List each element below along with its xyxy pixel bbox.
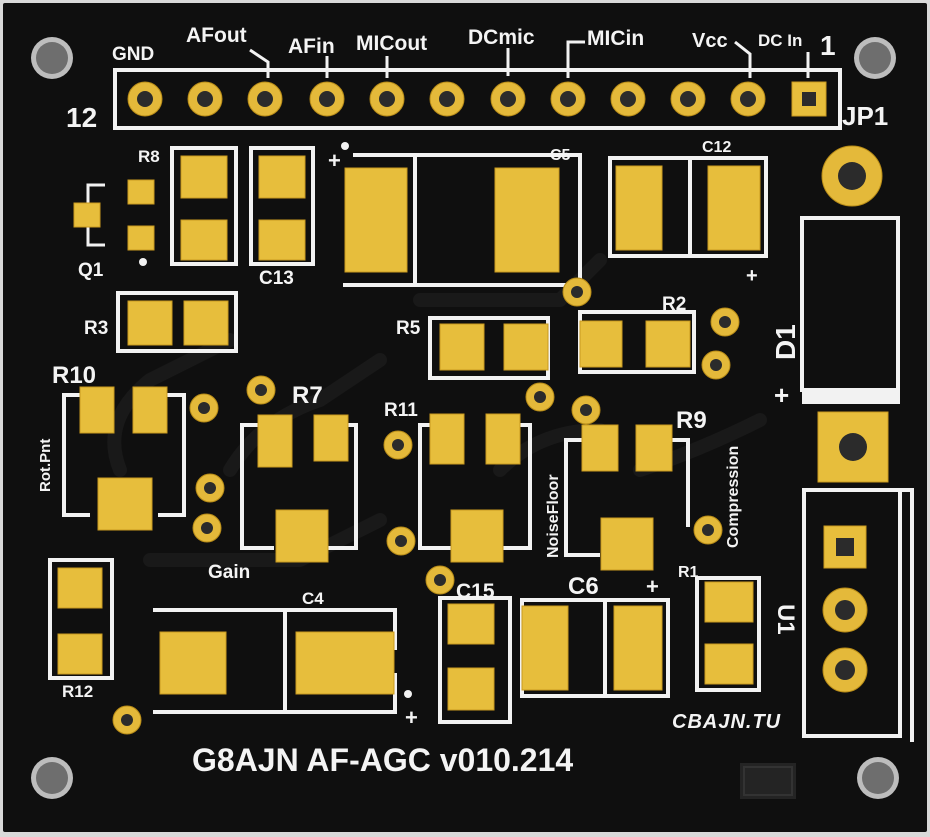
r10-trimmer: R10 Rot.Pnt xyxy=(37,362,186,531)
d1-plus: + xyxy=(774,380,789,410)
r9-trimmer: R9 NoiseFloor Compression xyxy=(545,407,742,571)
pin-12-label: 12 xyxy=(66,102,97,133)
u1-label: U1 xyxy=(772,604,799,635)
board-title: G8AJN AF-AGC v010.214 xyxy=(192,742,573,778)
c5-label: C5 xyxy=(550,147,571,164)
c13-label: C13 xyxy=(259,268,294,289)
r8-label: R8 xyxy=(138,147,160,166)
r8-resistor: R8 xyxy=(138,146,238,266)
d1-label: D1 xyxy=(770,324,801,360)
r9-label: R9 xyxy=(676,407,707,434)
rot-pnt-label: Rot.Pnt xyxy=(37,439,54,492)
jp1-header: 12 1 JP1 GND AFout AFin MICout DCmic MIC… xyxy=(66,24,888,133)
signal-micin: MICin xyxy=(587,27,644,50)
signal-vcc: Vcc xyxy=(692,30,728,52)
c13-capacitor: C13 xyxy=(249,146,315,289)
r3-resistor: R3 xyxy=(84,291,238,353)
c6-label: C6 xyxy=(568,573,599,600)
r12-label: R12 xyxy=(62,682,93,701)
c15-capacitor: C15 xyxy=(438,580,512,724)
mounting-holes xyxy=(31,37,899,799)
signal-dc-in: DC In xyxy=(758,31,802,50)
c6-capacitor: C6 + xyxy=(520,573,670,698)
r11-trimmer: R11 xyxy=(384,400,532,563)
pin-1-label: 1 xyxy=(820,30,836,61)
r2-label: R2 xyxy=(662,294,686,315)
signal-micout: MICout xyxy=(356,32,427,55)
r7-label: R7 xyxy=(292,382,323,409)
c5-capacitor: + C5 xyxy=(328,142,582,287)
noise-floor-label: NoiseFloor xyxy=(545,474,562,558)
r7-trimmer: R7 Gain xyxy=(208,382,358,583)
signal-afout: AFout xyxy=(186,24,247,47)
r11-label: R11 xyxy=(384,400,418,421)
c12-label: C12 xyxy=(702,139,731,156)
r5-resistor: R5 xyxy=(396,316,550,380)
r1-resistor: R1 xyxy=(678,564,761,692)
r12-resistor: R12 xyxy=(48,558,114,701)
c12-plus: + xyxy=(746,265,758,287)
header-pins xyxy=(127,81,827,117)
c15-label: C15 xyxy=(456,580,495,603)
signal-gnd: GND xyxy=(112,44,154,65)
u1-regulator: U1 xyxy=(772,488,914,742)
c5-plus: + xyxy=(328,148,341,173)
r3-label: R3 xyxy=(84,318,108,339)
r10-label: R10 xyxy=(52,362,96,389)
c12-capacitor: C12 + xyxy=(608,139,768,287)
jp1-label: JP1 xyxy=(842,101,888,131)
signal-dcmic: DCmic xyxy=(468,26,535,49)
board-logo: CBAJN.TU xyxy=(672,711,781,733)
r2-resistor: R2 xyxy=(578,294,696,374)
q1-label: Q1 xyxy=(78,260,104,281)
d1-diode: D1 + xyxy=(770,145,900,483)
r5-label: R5 xyxy=(396,318,421,339)
gain-label: Gain xyxy=(208,562,250,583)
c4-plus: + xyxy=(405,705,418,730)
r1-label: R1 xyxy=(678,564,699,581)
c6-plus: + xyxy=(646,574,659,599)
compression-label: Compression xyxy=(725,446,742,548)
vias xyxy=(112,277,740,735)
c4-label: C4 xyxy=(302,589,324,608)
qr-patch xyxy=(740,763,796,799)
q1-transistor: Q1 xyxy=(73,179,155,281)
c4-capacitor: C4 + xyxy=(153,589,418,730)
signal-afin: AFin xyxy=(288,35,335,58)
